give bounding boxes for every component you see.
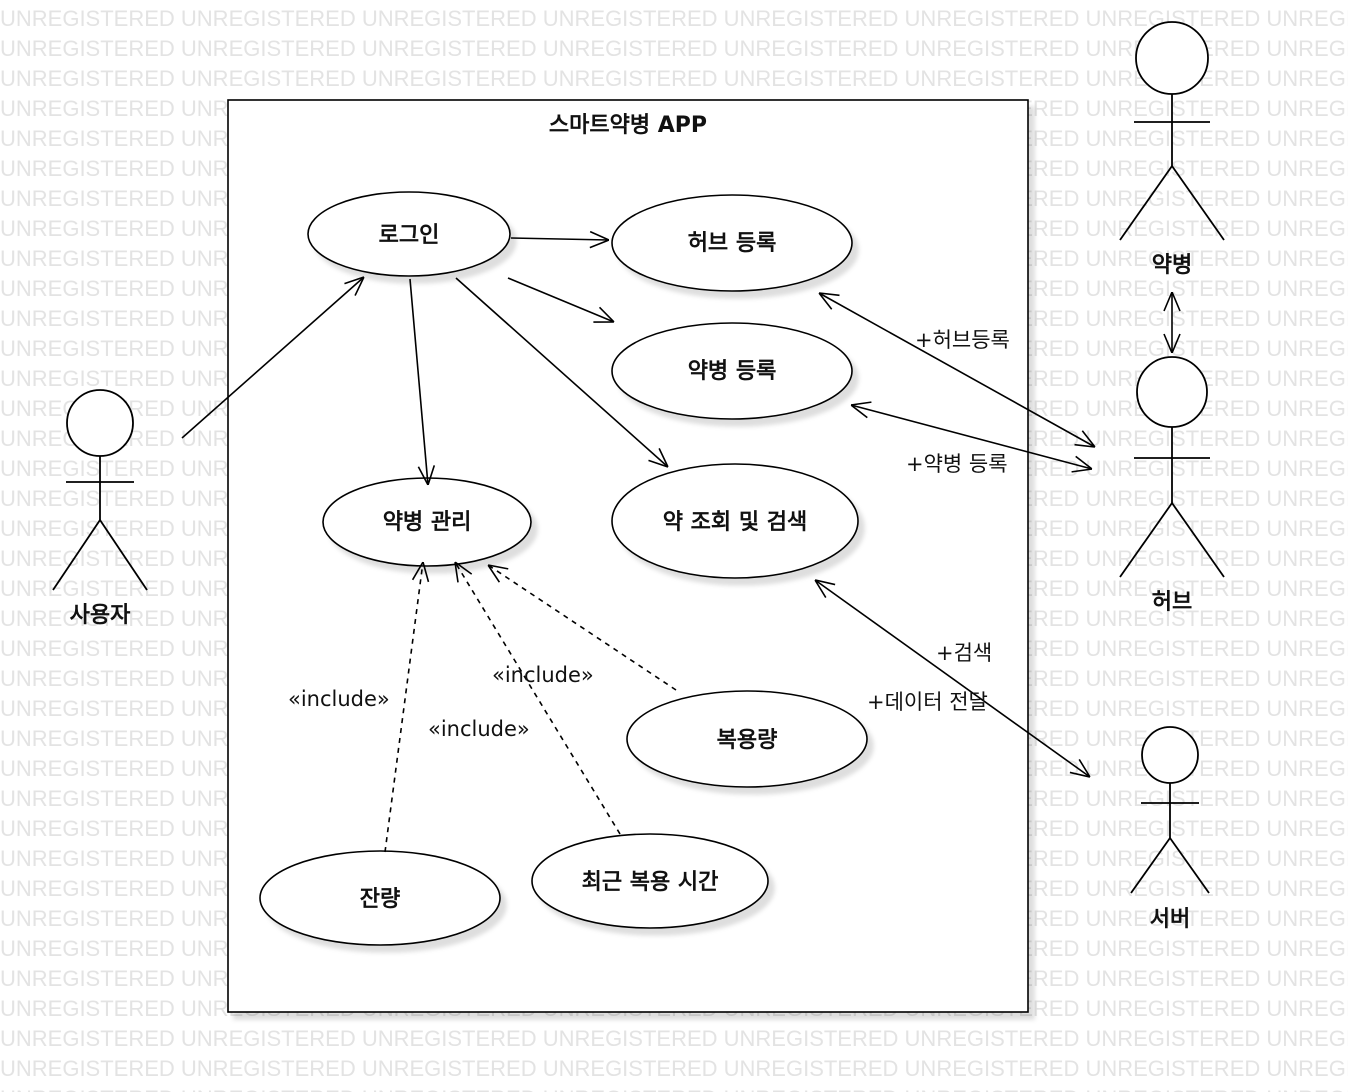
link-bottle-register-hub: [851, 405, 1092, 469]
use-case-bottle-register-label: 약병 등록: [688, 359, 777, 384]
arrow-login-to-hub-register: [510, 238, 609, 240]
include-remaining: [384, 562, 423, 853]
actor-bottle-label: 약병: [1152, 253, 1192, 278]
use-case-dosage-label: 복용량: [717, 728, 778, 753]
actor-user-label: 사용자: [70, 603, 131, 628]
system-title: 스마트약병 APP: [549, 113, 707, 138]
use-case-dosage[interactable]: 복용량: [626, 690, 868, 788]
actor-server-label: 서버: [1150, 907, 1190, 932]
use-case-bottle-manage[interactable]: 약병 관리: [322, 477, 532, 567]
stereotype-include-recent: «include»: [428, 717, 530, 741]
use-case-bottle-register[interactable]: 약병 등록: [611, 322, 853, 420]
arrow-login-to-bottle-manage: [409, 278, 428, 485]
include-dosage: [488, 565, 677, 691]
actor-hub-label: 허브: [1152, 590, 1192, 615]
actor-user[interactable]: [52, 389, 148, 591]
label-hub-register: +허브등록: [915, 328, 1010, 352]
use-case-recent-time-label: 최근 복용 시간: [582, 870, 719, 895]
use-case-remaining-label: 잔량: [360, 887, 400, 912]
stereotype-include-remaining: «include»: [288, 687, 390, 711]
use-case-drug-search-label: 약 조회 및 검색: [663, 510, 807, 535]
label-data-transfer: +데이터 전달: [867, 690, 988, 714]
use-case-login-label: 로그인: [379, 223, 440, 248]
use-case-drug-search[interactable]: 약 조회 및 검색: [611, 463, 859, 579]
label-search: +검색: [936, 641, 992, 665]
use-case-hub-register[interactable]: 허브 등록: [611, 194, 853, 292]
arrow-login-to-drug-search: [455, 277, 668, 467]
use-case-remaining[interactable]: 잔량: [259, 850, 501, 946]
arrow-user-to-login: [181, 277, 364, 439]
actor-bottle[interactable]: [1119, 21, 1225, 241]
actor-hub[interactable]: [1119, 356, 1225, 578]
actor-server[interactable]: [1130, 726, 1210, 894]
use-case-bottle-manage-label: 약병 관리: [383, 510, 472, 535]
include-recent-time: [455, 562, 621, 835]
use-case-login[interactable]: 로그인: [307, 191, 511, 277]
label-bottle-register: +약병 등록: [906, 452, 1008, 476]
stereotype-include-dosage: «include»: [492, 663, 594, 687]
link-drug-search-server: [815, 580, 1090, 777]
use-case-recent-time[interactable]: 최근 복용 시간: [531, 833, 769, 929]
arrow-login-to-bottle-register: [507, 277, 614, 322]
use-case-hub-register-label: 허브 등록: [688, 231, 777, 256]
